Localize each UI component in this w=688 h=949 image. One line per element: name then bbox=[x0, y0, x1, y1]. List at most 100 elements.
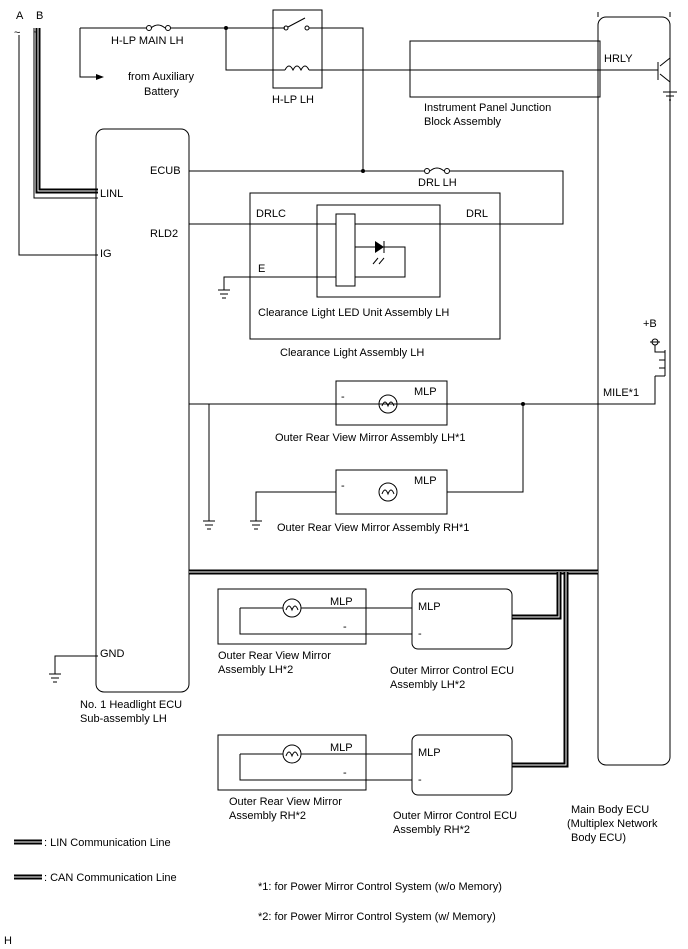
arrow-icon bbox=[96, 74, 104, 80]
plus-b-label: +B bbox=[643, 318, 657, 330]
mirror-rh1-mlp-wire bbox=[447, 404, 524, 493]
mirror-rh2-label-2: Assembly RH*2 bbox=[229, 810, 306, 822]
ipjb-label-1: Instrument Panel Junction bbox=[424, 102, 551, 114]
can-branch-lh-outer bbox=[512, 572, 562, 620]
mirror-ecu-rh2-box bbox=[411, 734, 513, 796]
mirror-lh2-minus: - bbox=[343, 621, 347, 633]
mirror-lamp-icon bbox=[378, 394, 398, 414]
fuse-drl-label: DRL LH bbox=[418, 177, 457, 189]
mirror-rh1-ground-wire bbox=[255, 491, 336, 521]
mirror-lh2-label-2: Assembly LH*2 bbox=[218, 664, 293, 676]
clearance-led-label: Clearance Light LED Unit Assembly LH bbox=[258, 307, 449, 319]
headlight-ecu-label-2: Sub-assembly LH bbox=[80, 713, 167, 725]
lamp-filament-icon bbox=[381, 489, 395, 496]
mirror-ecu-lh2-minus: - bbox=[418, 628, 422, 640]
mirror-lh1-box bbox=[335, 380, 448, 426]
lin-wire-edge bbox=[33, 28, 98, 199]
drlc-label: DRLC bbox=[256, 208, 286, 220]
ground-icon bbox=[250, 520, 262, 530]
led-icon bbox=[375, 241, 384, 253]
mirror-rh2-minus: - bbox=[343, 767, 347, 779]
mirror-rh1-mlp: MLP bbox=[414, 475, 437, 487]
drl-label: DRL bbox=[466, 208, 488, 220]
headlight-ecu-label-1: No. 1 Headlight ECU bbox=[80, 699, 182, 711]
relay-contact-icon bbox=[304, 25, 310, 31]
relay-hlp-box bbox=[272, 9, 323, 89]
mirror-rh2-box bbox=[217, 734, 367, 791]
relay-coil-wire bbox=[225, 28, 285, 71]
rld2-label: RLD2 bbox=[150, 228, 178, 240]
fuse-terminal-icon bbox=[424, 168, 430, 174]
led-driver-block bbox=[335, 213, 356, 287]
column-a-label: A bbox=[16, 10, 24, 22]
gnd-wire bbox=[54, 655, 98, 674]
e-label: E bbox=[258, 263, 265, 275]
clearance-light-assembly-box bbox=[249, 192, 501, 340]
fuse-terminal-icon bbox=[444, 168, 450, 174]
mirror-ecu-lh2-box bbox=[411, 588, 513, 650]
mirror-lh1-minus: - bbox=[341, 391, 345, 403]
ecub-label: ECUB bbox=[150, 165, 181, 177]
mirror-rh1-minus: - bbox=[341, 480, 345, 492]
aux-battery-label-1: from Auxiliary bbox=[128, 71, 195, 83]
note-1: *1: for Power Mirror Control System (w/o… bbox=[258, 881, 502, 893]
main-body-label-1: Main Body ECU bbox=[571, 804, 649, 816]
relay-contact-icon bbox=[283, 25, 289, 31]
ground-icon bbox=[218, 289, 230, 299]
mirror-lamp-icon bbox=[282, 744, 302, 764]
mirror-ecu-lh2-label-1: Outer Mirror Control ECU bbox=[390, 665, 514, 677]
relay-switch-icon bbox=[287, 17, 306, 28]
clearance-led-unit-box bbox=[316, 204, 441, 298]
fuse-terminal-icon bbox=[146, 25, 152, 31]
relay-out-wire bbox=[309, 27, 364, 171]
main-body-label-3: Body ECU) bbox=[571, 832, 626, 844]
legend-lin-label: : LIN Communication Line bbox=[44, 837, 171, 849]
mile-label: MILE*1 bbox=[603, 387, 639, 399]
led-cathode-wire bbox=[355, 241, 406, 278]
main-body-ecu-cut bbox=[597, 12, 671, 17]
drl-wire bbox=[450, 170, 564, 225]
lamp-filament-icon bbox=[285, 605, 299, 612]
gnd-label: GND bbox=[100, 648, 125, 660]
ipjb-label-2: Block Assembly bbox=[424, 116, 502, 128]
mirror-ecu-lh2-label-2: Assembly LH*2 bbox=[390, 679, 465, 691]
hrly-label: HRLY bbox=[604, 53, 633, 65]
corner-h-label: H bbox=[4, 935, 12, 947]
junction-dot bbox=[361, 169, 365, 173]
mirror-lh2-label-1: Outer Rear View Mirror bbox=[218, 650, 331, 662]
lamp-filament-icon bbox=[381, 401, 395, 408]
mile-wire bbox=[189, 376, 656, 405]
linl-label: LINL bbox=[100, 188, 123, 200]
mirror-lh2-mlp: MLP bbox=[330, 596, 353, 608]
tilde-a: ~ bbox=[14, 27, 20, 39]
mirror-lh1-label: Outer Rear View Mirror Assembly LH*1 bbox=[275, 432, 466, 444]
clearance-assy-label: Clearance Light Assembly LH bbox=[280, 347, 424, 359]
headlight-ecu-box bbox=[95, 128, 190, 693]
mirror-ecu-rh2-label-1: Outer Mirror Control ECU bbox=[393, 810, 517, 822]
mirror-rh1-label: Outer Rear View Mirror Assembly RH*1 bbox=[277, 522, 469, 534]
ground-icon bbox=[203, 520, 215, 530]
fuse-icon bbox=[150, 24, 166, 29]
aux-battery-label-2: Battery bbox=[144, 86, 179, 98]
column-b-label: B bbox=[36, 10, 43, 22]
mirror-ecu-lh2-mlp: MLP bbox=[418, 601, 441, 613]
mirror-rh2-mlp: MLP bbox=[330, 742, 353, 754]
lin-wire-outer bbox=[35, 28, 98, 194]
mile-switch-icon bbox=[650, 341, 666, 377]
e-ground-wire bbox=[223, 276, 336, 290]
main-body-label-2: (Multiplex Network bbox=[567, 818, 658, 830]
mirror-lh2-box bbox=[217, 588, 367, 645]
relay-coil-icon bbox=[284, 65, 310, 72]
mirror-ecu-rh2-label-2: Assembly RH*2 bbox=[393, 824, 470, 836]
mirror-lh1-mlp: MLP bbox=[414, 386, 437, 398]
can-branch-rh-inner bbox=[512, 572, 567, 766]
fuse-hlp-label: H-LP MAIN LH bbox=[111, 35, 184, 47]
relay-hlp-label: H-LP LH bbox=[272, 94, 314, 106]
mirror-ecu-rh2-mlp: MLP bbox=[418, 747, 441, 759]
lamp-filament-icon bbox=[285, 751, 299, 758]
fuse-drl-icon bbox=[429, 167, 445, 172]
legend-can-label: : CAN Communication Line bbox=[44, 872, 177, 884]
ground-icon bbox=[49, 673, 61, 683]
mirror-ecu-rh2-minus: - bbox=[418, 774, 422, 786]
mirror-rh2-wires bbox=[239, 753, 412, 781]
